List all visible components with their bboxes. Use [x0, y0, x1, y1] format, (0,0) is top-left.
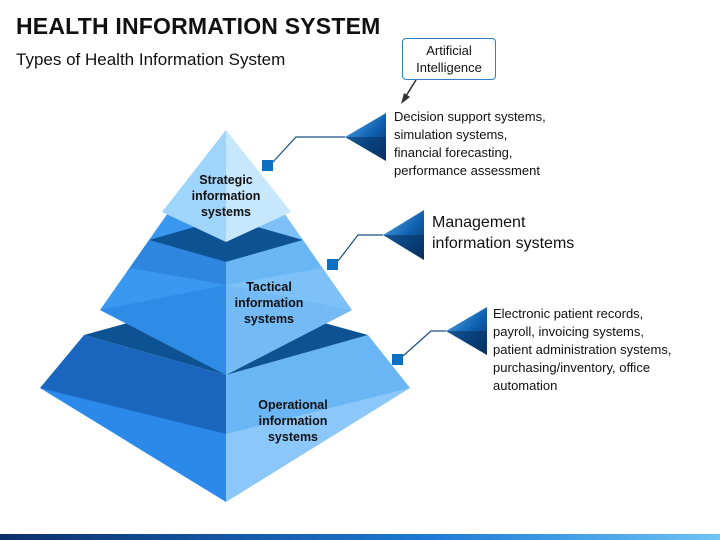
- level-label-strategic: Strategic information systems: [191, 173, 261, 219]
- ai-callout-box: Artificial Intelligence: [402, 38, 496, 80]
- ai-callout-text: Artificial Intelligence: [416, 43, 482, 75]
- page-subtitle: Types of Health Information System: [16, 50, 286, 69]
- description-tactical: Management information systems: [432, 214, 575, 252]
- connector-strategic: [262, 113, 386, 171]
- description-strategic: Decision support systems, simulation sys…: [394, 109, 546, 178]
- description-operational: Electronic patient records, payroll, inv…: [493, 306, 672, 393]
- connector-operational: [392, 307, 487, 365]
- level-label-operational: Operational information systems: [258, 398, 328, 444]
- footer-accent-bar: [0, 534, 720, 540]
- connector-tactical: [327, 210, 424, 270]
- callout-arrow: [401, 79, 417, 104]
- page-title: HEALTH INFORMATION SYSTEM: [16, 13, 381, 39]
- pyramid-tier-strategic: [162, 130, 291, 242]
- level-label-tactical: Tactical information systems: [234, 280, 304, 326]
- arrow-down-icon: [401, 93, 410, 104]
